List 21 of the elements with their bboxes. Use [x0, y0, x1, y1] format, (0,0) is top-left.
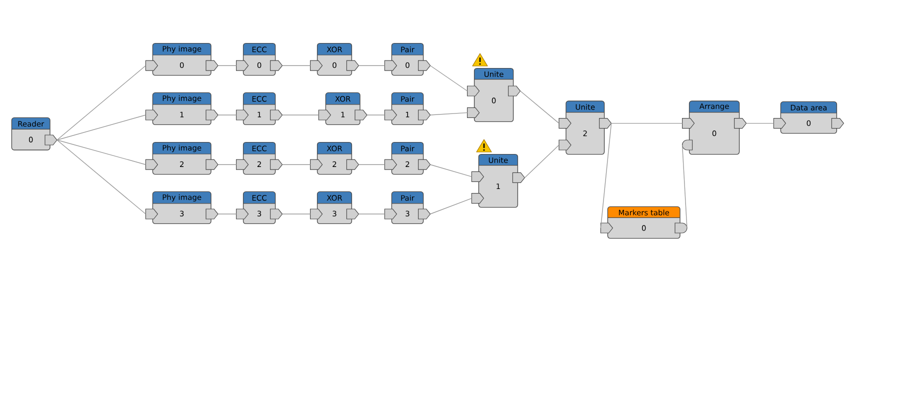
- connector-line: [524, 144, 560, 178]
- connector-line: [218, 65, 237, 66]
- connector-line: [358, 164, 386, 165]
- connector-line: [218, 164, 237, 165]
- connector-line: [520, 90, 560, 124]
- connector-line: [218, 114, 237, 116]
- connector-line: [430, 198, 472, 214]
- connector-line: [358, 65, 386, 66]
- connector-line: [430, 65, 468, 92]
- connector-line: [746, 122, 774, 124]
- connector-line: [430, 112, 468, 116]
- connector-line: [430, 164, 472, 178]
- connector-line: [282, 164, 311, 165]
- connector-line: [366, 114, 386, 116]
- connector-line: [282, 114, 320, 116]
- connector-line: [682, 144, 688, 228]
- connector-line: [56, 140, 146, 214]
- connector-line: [56, 65, 146, 140]
- connector-line: [600, 122, 612, 228]
- connector-line: [282, 65, 311, 66]
- connector-line: [610, 122, 683, 124]
